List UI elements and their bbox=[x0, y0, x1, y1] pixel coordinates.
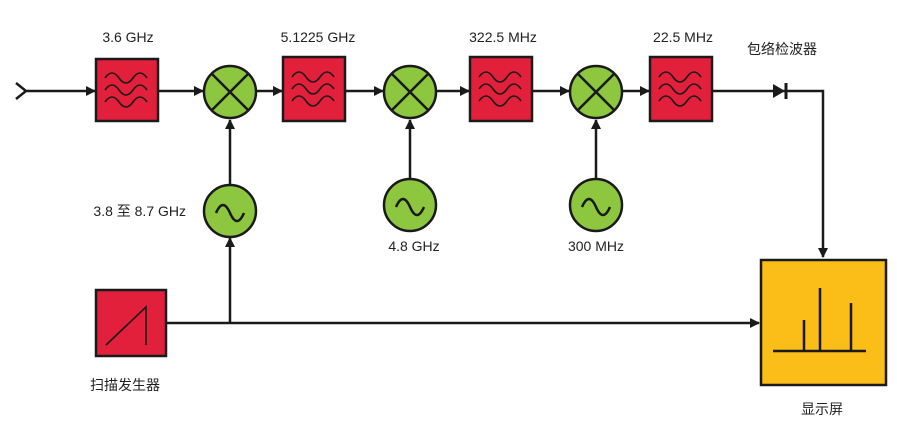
sawtooth-icon bbox=[105, 305, 147, 346]
input-chevron-icon bbox=[15, 82, 29, 100]
mixer-icon bbox=[568, 64, 624, 120]
filter-label: 22.5 MHz bbox=[653, 29, 713, 45]
oscillator-block: 300 MHz bbox=[568, 177, 624, 254]
oscillator-label: 3.8 至 8.7 GHz bbox=[93, 203, 186, 219]
filter-block: 322.5 MHz bbox=[468, 29, 537, 123]
diode-icon bbox=[773, 84, 785, 98]
spectrum-icon bbox=[773, 288, 866, 353]
display-block: 显示屏 bbox=[759, 258, 888, 417]
sweep-generator: 扫描发生器 bbox=[90, 288, 168, 393]
filter-label: 3.6 GHz bbox=[102, 29, 153, 45]
display-label: 显示屏 bbox=[801, 401, 843, 417]
signal-line bbox=[712, 89, 828, 258]
envelope-detector: 包络检波器 bbox=[747, 41, 817, 99]
oscillator-block: 4.8 GHz bbox=[382, 177, 440, 254]
detector-label: 包络检波器 bbox=[747, 41, 817, 57]
filter-label: 5.1225 GHz bbox=[281, 29, 356, 45]
oscillator-block: 3.8 至 8.7 GHz bbox=[93, 183, 258, 239]
filter-label: 322.5 MHz bbox=[469, 29, 537, 45]
filter-block: 3.6 GHz bbox=[94, 29, 160, 123]
mixer-icon bbox=[382, 64, 438, 120]
oscillator-label: 4.8 GHz bbox=[388, 238, 439, 254]
filter-block: 22.5 MHz bbox=[648, 29, 714, 123]
sweep-generator-label: 扫描发生器 bbox=[90, 377, 160, 393]
mixer-icon bbox=[202, 64, 258, 120]
oscillator-label: 300 MHz bbox=[568, 238, 624, 254]
filter-block: 5.1225 GHz bbox=[281, 29, 356, 123]
